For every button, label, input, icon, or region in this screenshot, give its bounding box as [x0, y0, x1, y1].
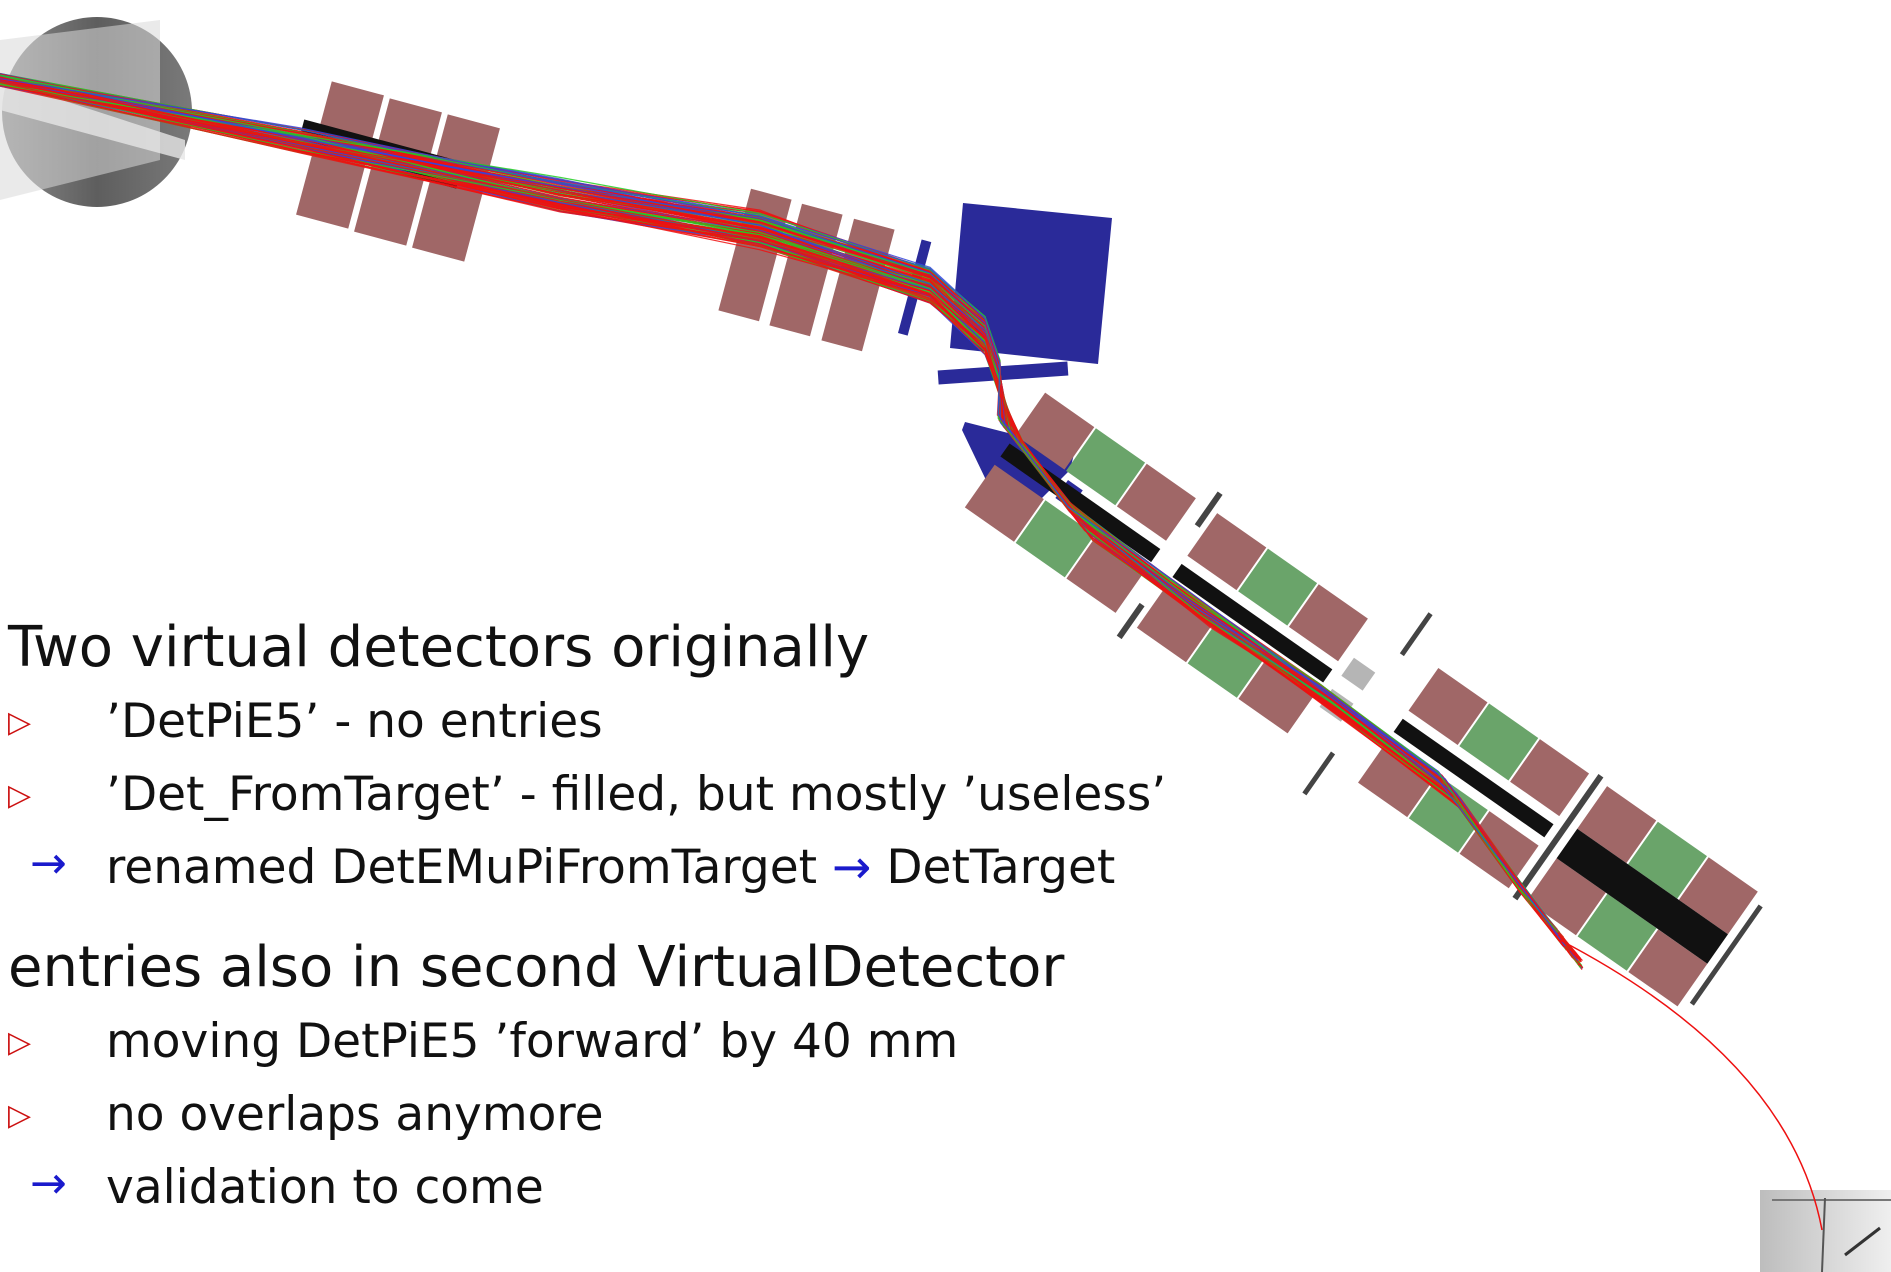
particle-track — [0, 76, 1582, 963]
particle-track — [0, 83, 1584, 968]
particle-track — [0, 81, 1578, 957]
particle-track — [0, 84, 1582, 966]
particle-track — [0, 77, 1580, 966]
particle-track — [0, 79, 1582, 963]
particle-track — [0, 84, 1582, 961]
particle-track — [0, 83, 1580, 966]
triangle-bullet-icon: ▷ — [8, 1025, 32, 1060]
arrow-right-icon: → — [30, 838, 67, 889]
production-target — [0, 17, 192, 207]
list-item-text: ’Det_FromTarget’ - filled, but mostly ’u… — [106, 767, 1167, 822]
particle-track — [0, 84, 1578, 956]
particle-track — [0, 79, 1583, 969]
particle-track — [0, 85, 1578, 960]
list-item-text: moving DetPiE5 ’forward’ by 40 mm — [106, 1014, 959, 1069]
arrow-right-icon: → — [30, 1158, 67, 1209]
secondary-target — [1760, 1190, 1891, 1272]
triangle-bullet-icon: ▷ — [8, 1098, 32, 1133]
particle-track — [0, 76, 1584, 969]
particle-track — [0, 80, 1581, 965]
particle-track — [0, 81, 1581, 968]
particle-track — [0, 81, 1578, 956]
particle-track — [0, 81, 1579, 965]
particle-track — [1559, 939, 1823, 1231]
downstream-channel — [964, 392, 1763, 1007]
particle-track — [0, 78, 1582, 961]
list-item-text: validation to come — [106, 1160, 544, 1215]
particle-track — [0, 83, 1583, 962]
particle-track — [0, 82, 1578, 963]
rename-from: renamed DetEMuPiFromTarget — [106, 840, 818, 895]
particle-track — [0, 78, 1559, 936]
particle-track — [0, 78, 1584, 969]
triangle-bullet-icon: ▷ — [8, 705, 32, 740]
particle-track — [0, 79, 1581, 963]
particle-track — [0, 84, 1581, 959]
particle-track — [0, 84, 1575, 958]
particle-track — [0, 76, 1579, 962]
particle-track — [0, 77, 1582, 969]
particle-track — [0, 77, 1575, 955]
particle-track — [0, 84, 1583, 966]
section-heading-1: Two virtual detectors originally — [8, 615, 870, 680]
list-item-text: no overlaps anymore — [106, 1087, 604, 1142]
rename-to: DetTarget — [886, 840, 1116, 895]
particle-track — [0, 83, 1576, 958]
list-item-text: renamed DetEMuPiFromTarget → DetTarget — [106, 844, 1115, 891]
arrow-right-icon: → — [832, 840, 872, 895]
particle-track — [0, 80, 1581, 964]
particle-track — [0, 85, 1583, 970]
particle-track — [0, 80, 1578, 959]
section-heading-2: entries also in second VirtualDetector — [8, 935, 1065, 1000]
particle-track — [0, 85, 1578, 961]
particle-track — [0, 82, 1577, 962]
triangle-bullet-icon: ▷ — [8, 778, 32, 813]
particle-tracks — [0, 72, 1823, 1231]
particle-track — [0, 77, 1582, 961]
list-item-text: ’DetPiE5’ - no entries — [106, 694, 603, 749]
particle-track — [0, 81, 1581, 966]
particle-track — [0, 79, 1583, 969]
